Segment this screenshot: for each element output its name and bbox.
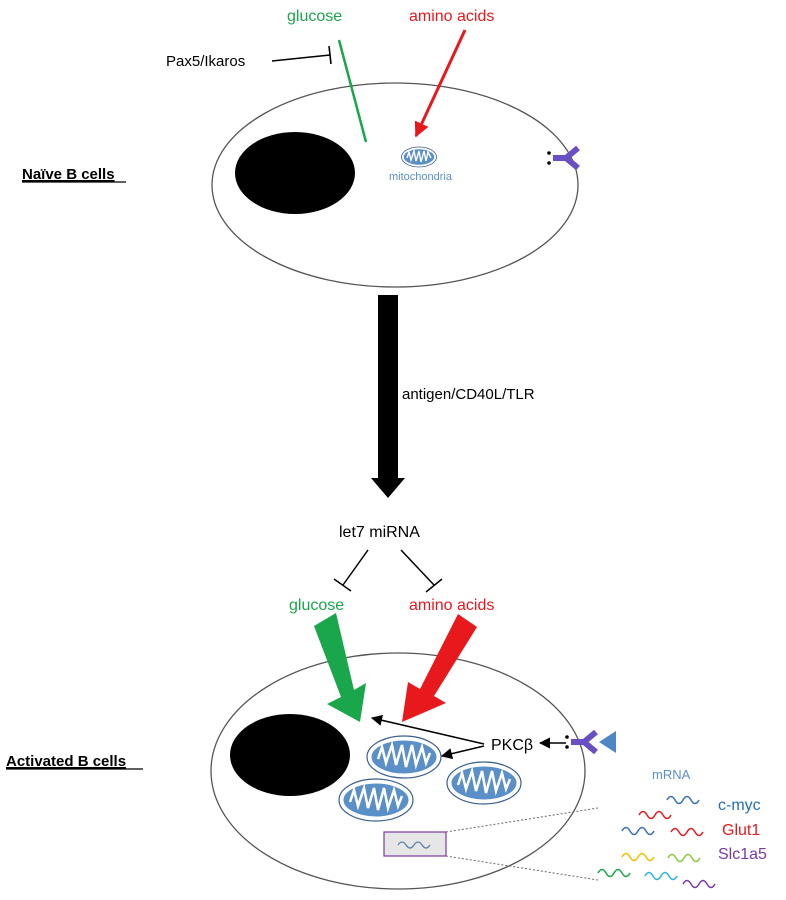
let7-mirna-label: let7 miRNA [339,524,420,541]
gene-label-glut1: Glut1 [722,822,760,839]
naive-glucose-line [337,39,368,143]
mrna-wave-yellow [621,852,655,862]
activated-cell-nucleus [230,714,350,796]
mrna-wave-purple [682,879,716,889]
pax5-inhibition-line [271,54,331,62]
let7-inhibit-aa-bar [425,578,443,593]
activated-section-label: Activated B cells [6,753,126,770]
activated-amino-acids-label: amino acids [409,597,494,614]
mrna-waves [597,795,716,889]
pkc-to-glucose-arrow [370,714,485,745]
mitochondrion-1 [365,734,443,780]
mrna-wave-lightgreen [667,853,701,863]
stimulus-label: antigen/CD40L/TLR [402,386,535,403]
naive-cell-nucleus [235,132,355,214]
mrna-wave-blue-1 [666,795,700,805]
let7-inhibit-aa-line [400,549,435,586]
zoom-line-top [445,807,599,833]
mrna-wave-red-1 [638,810,672,820]
naive-bcr-receptor-icon [547,145,580,171]
pkc-to-mitochondria-arrow [440,745,485,760]
mrna-box-wave [397,841,431,849]
naive-section-label: Naïve B cells [22,166,115,183]
mrna-wave-green [597,868,631,878]
activated-bcr-receptor-icon [565,729,598,755]
glucose-uptake-arrow [314,613,366,722]
naive-amino-acids-arrow [414,29,467,138]
pax5-ikaros-label: Pax5/Ikaros [166,53,245,70]
let7-inhibit-glucose-bar [333,578,352,592]
naive-mitochondria-label: mitochondria [389,171,453,183]
activation-arrow-shaft [378,295,398,480]
activated-glucose-label: glucose [289,597,344,614]
mitochondrion-2 [445,760,523,806]
mrna-wave-red-2 [670,827,704,837]
mrna-title: mRNA [652,767,691,782]
antigen-icon [599,731,616,753]
activation-arrow-head [371,478,405,498]
let7-inhibit-glucose-line [342,549,369,586]
zoom-line-bottom [445,855,599,881]
gene-label-c-myc: c-myc [718,797,761,814]
gene-label-slc1a5: Slc1a5 [718,846,767,863]
mrna-wave-cyan [644,871,678,881]
pax5-inhibition-bar [328,45,332,65]
pkc-beta-label: PKCβ [491,737,533,754]
naive-mitochondrion [400,146,438,168]
naive-glucose-label: glucose [287,8,342,25]
naive-amino-acids-label: amino acids [409,8,494,25]
mitochondrion-3 [337,777,415,823]
amino-acid-uptake-arrow [402,614,477,722]
mrna-wave-blue-2 [621,826,655,836]
